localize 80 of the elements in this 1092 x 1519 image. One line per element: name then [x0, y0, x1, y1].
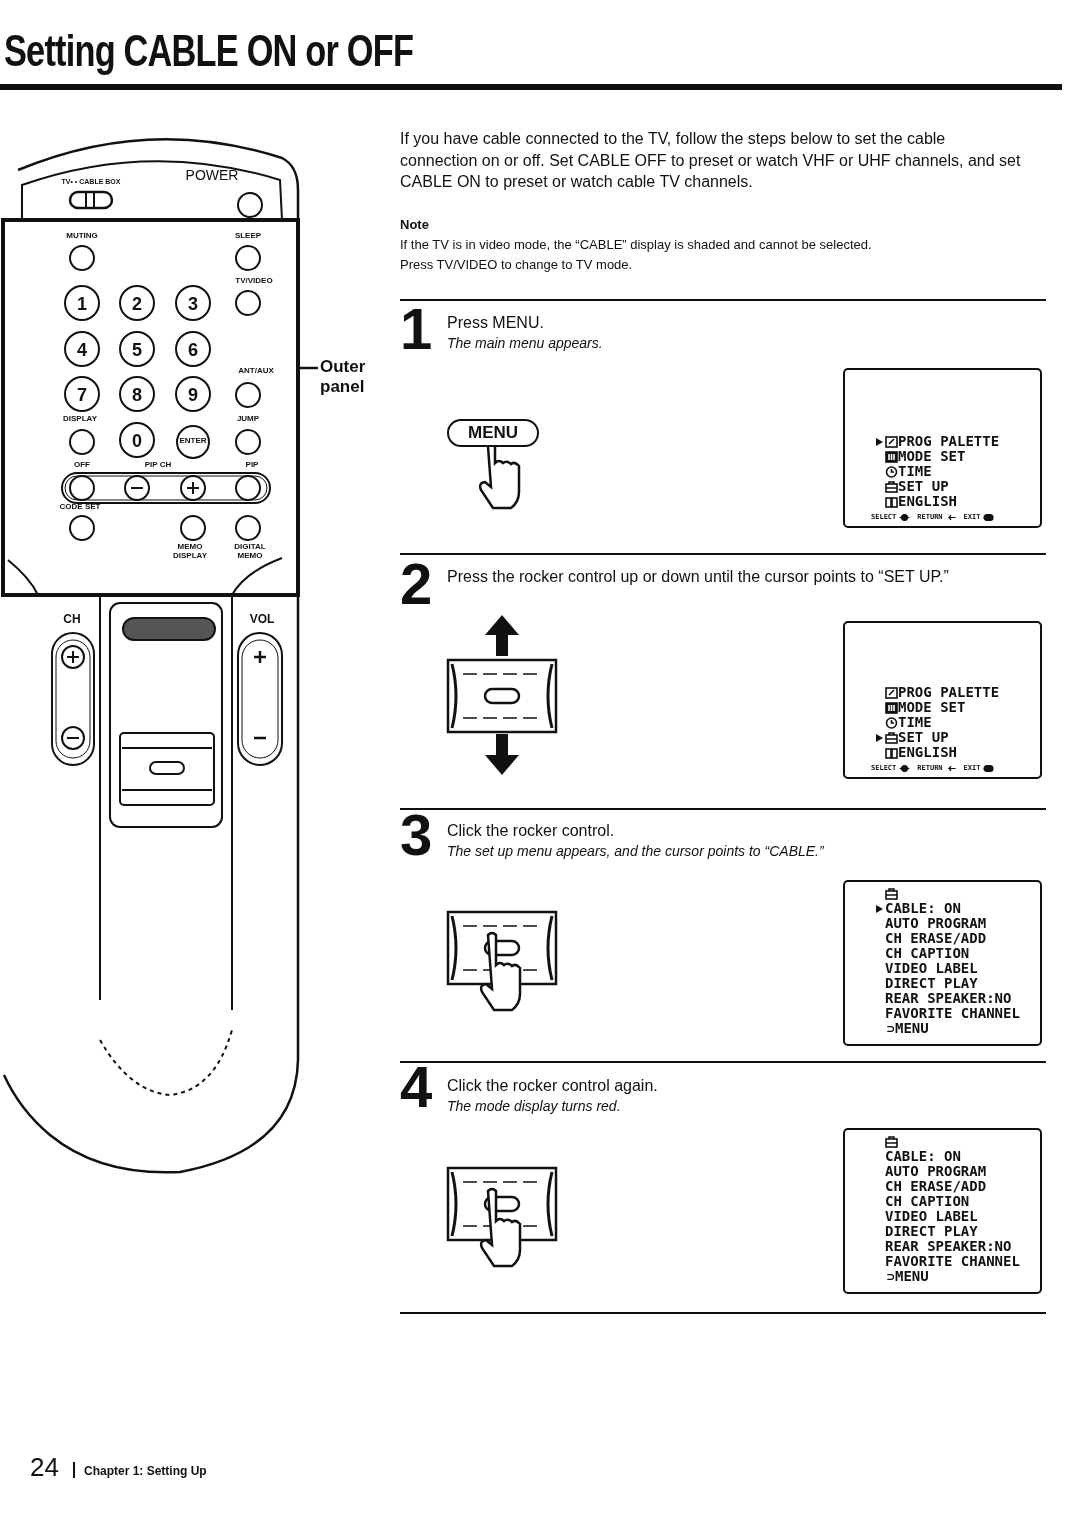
menu-item: AUTO PROGRAM [885, 1164, 987, 1179]
menu-item: TIME [898, 464, 932, 479]
step-instruction: Click the rocker control. [447, 821, 616, 841]
menu-item: CH CAPTION [885, 1194, 970, 1209]
menu-item: FAVORITE CHANNEL [885, 1006, 1020, 1021]
callout-label: Outer panel [320, 357, 380, 397]
button-label: 1 [76, 293, 88, 316]
button-label: MEMO DISPLAY [172, 543, 208, 561]
button-label: DIGITAL MEMO [233, 543, 267, 561]
button-label: CODE SET [58, 503, 102, 512]
button-label: 0 [131, 430, 143, 453]
button-label: 9 [187, 384, 199, 407]
intro-paragraph: If you have cable connected to the TV, follow the steps below to set the cable connection on or off. Set CABLE OFF to preset or watch VHF or UHF channels, and set CABLE ON to preset or watch cable TV channels. [400, 129, 1022, 193]
button-label: 8 [131, 384, 143, 407]
step-result: The main menu appears. [447, 334, 604, 353]
menu-item: CABLE: ON [885, 901, 961, 916]
button-label: TV/VIDEO [234, 277, 274, 286]
menu-item: MENU [895, 1269, 929, 1284]
button-label: 4 [76, 339, 88, 362]
screen-display [843, 368, 1042, 528]
menu-item: ENGLISH [898, 494, 957, 509]
outer-panel [1, 218, 300, 597]
menu-item: CH ERASE/ADD [885, 931, 987, 946]
step-result: The set up menu appears, and the cursor points to “CABLE.” [447, 842, 825, 861]
menu-item: CH CAPTION [885, 946, 970, 961]
button-label: MUTING [65, 232, 99, 241]
button-label: 3 [187, 293, 199, 316]
page-number: 24 [30, 1451, 60, 1484]
button-label: PIP [244, 461, 260, 470]
menu-item: ENGLISH [898, 745, 957, 760]
menu-item: DIRECT PLAY [885, 976, 978, 991]
menu-item: CABLE: ON [885, 1149, 961, 1164]
button-label: ENTER [178, 437, 208, 446]
menu-item: VIDEO LABEL [885, 961, 978, 976]
menu-item: PROG PALETTE [898, 685, 1000, 700]
menu-item: FAVORITE CHANNEL [885, 1254, 1020, 1269]
menu-item: SET UP [898, 479, 949, 494]
step-result: The mode display turns red. [447, 1097, 622, 1116]
button-label: 5 [131, 339, 143, 362]
menu-item: REAR SPEAKER:NO [885, 991, 1012, 1006]
menu-item: MENU [895, 1021, 929, 1036]
menu-item: MODE SET [898, 700, 966, 715]
page-title: Setting CABLE ON or OFF [4, 26, 414, 77]
menu-item: MODE SET [898, 449, 966, 464]
step-number: 3 [400, 806, 434, 864]
step-number: 4 [400, 1058, 434, 1116]
button-label: ANT/AUX [237, 367, 275, 376]
leader-line [300, 366, 318, 370]
button-label: SLEEP [233, 232, 263, 241]
button-label: VOL [248, 611, 276, 628]
menu-item: DIRECT PLAY [885, 1224, 978, 1239]
button-label: 6 [187, 339, 199, 362]
step-number: 1 [400, 300, 434, 358]
menu-button: MENU [447, 419, 539, 447]
button-label: JUMP [235, 415, 261, 424]
menu-item: AUTO PROGRAM [885, 916, 987, 931]
note-text: If the TV is in video mode, the “CABLE” display is shaded and cannot be selected. [400, 236, 873, 254]
menu-item: REAR SPEAKER:NO [885, 1239, 1012, 1254]
menu-item: SET UP [898, 730, 949, 745]
step-number: 2 [400, 555, 434, 613]
button-label: PIP CH [143, 461, 173, 470]
chapter-label: Chapter 1: Setting Up [84, 1463, 208, 1480]
menu-item: PROG PALETTE [898, 434, 1000, 449]
screen-display [843, 1128, 1042, 1294]
button-label: 2 [131, 293, 143, 316]
screen-display [843, 621, 1042, 779]
menu-item: TIME [898, 715, 932, 730]
menu-item: VIDEO LABEL [885, 1209, 978, 1224]
note-heading: Note [400, 216, 430, 234]
menu-item: CH ERASE/ADD [885, 1179, 987, 1194]
button-label: POWER [184, 166, 240, 185]
step-instruction: Click the rocker control again. [447, 1076, 659, 1096]
button-label: 7 [76, 384, 88, 407]
note-text: Press TV/VIDEO to change to TV mode. [400, 256, 634, 274]
step-instruction: Press MENU. [447, 313, 545, 333]
button-label: DISPLAY [62, 415, 98, 424]
screen-display [843, 880, 1042, 1046]
button-label: OFF [73, 461, 91, 470]
step-instruction: Press the rocker control up or down until the cursor points to “SET UP.” [447, 567, 950, 587]
button-label: CH [62, 611, 82, 628]
